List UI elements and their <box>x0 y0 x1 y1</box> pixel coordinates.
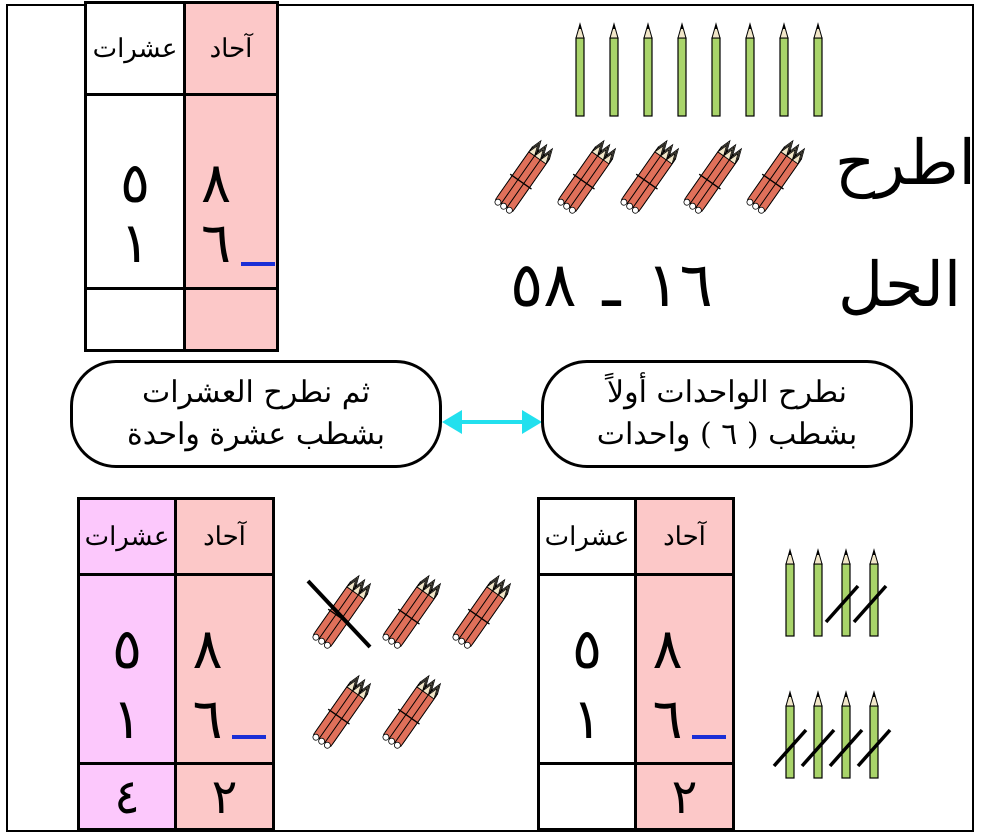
tens-header-final: عشرات <box>80 500 174 576</box>
bubble-tens-line2: بشطب عشرة واحدة <box>126 417 386 452</box>
cross-mark <box>824 584 860 624</box>
tens-result <box>87 287 183 349</box>
pencil-bundle-icon <box>312 674 372 749</box>
pencil-icon <box>869 690 879 779</box>
pencil-icon <box>869 548 879 637</box>
cross-mark <box>800 728 836 768</box>
pencil-icon <box>841 690 851 779</box>
cross-mark <box>856 728 892 768</box>
cross-mark <box>772 728 808 768</box>
solution-label: الحل <box>838 248 962 321</box>
pencil-icon <box>643 22 653 117</box>
ones-result-final: ٢ <box>177 762 272 828</box>
bubble-tens-line1: ثم نطرح العشرات <box>141 375 371 410</box>
ones-result-step: ٢ <box>637 762 732 828</box>
ones-digit-step-2: ٦ <box>652 687 683 752</box>
minus-sign-final <box>232 735 266 739</box>
loose-pencils-bottom <box>772 548 892 779</box>
ones-digit-final-2: ٦ <box>192 687 223 752</box>
pencil-bundles-top <box>494 139 806 214</box>
double-arrow-icon <box>442 410 542 434</box>
ones-digit-step-1: ٨ <box>652 617 683 682</box>
pencil-bundle-icon <box>382 674 442 749</box>
ones-column-final: آحاد ٨ ٦ ٢ <box>177 500 272 828</box>
explanation-bubble-ones: نطرح الواحدات أولاً بشطب ( ٦ ) واحدات <box>541 360 913 468</box>
ones-digit-2: ٦ <box>200 211 232 276</box>
ones-header-step: آحاد <box>637 500 732 576</box>
ones-column: آحاد ٨ ٦ <box>186 4 276 349</box>
subtract-verb: اطرح <box>835 126 976 199</box>
tens-digit-1: ٥ <box>119 151 151 216</box>
pencil-bundle-icon <box>382 574 442 649</box>
tens-header: عشرات <box>87 4 183 96</box>
tens-digit-final-2: ١ <box>111 687 143 752</box>
pencil-icon <box>677 22 687 117</box>
tens-column-final: عشرات ٥ ١ ٤ <box>80 500 177 828</box>
loose-pencils-top <box>575 22 823 117</box>
ones-digit-1: ٨ <box>200 151 232 216</box>
bubble-ones-line2: بشطب ( ٦ ) واحدات <box>596 417 858 452</box>
pencil-icon <box>785 690 795 779</box>
pencil-icon <box>575 22 585 117</box>
pencil-bundle-icon <box>494 139 554 214</box>
minus-sign-step <box>692 735 726 739</box>
pencil-icon <box>841 548 851 637</box>
pencil-icon <box>711 22 721 117</box>
ones-column-step: آحاد ٨ ٦ ٢ <box>637 500 732 828</box>
tens-column-step: عشرات ٥ ١ <box>540 500 637 828</box>
tens-digit-step-2: ١ <box>571 687 603 752</box>
explanation-bubble-tens: ثم نطرح العشرات بشطب عشرة واحدة <box>70 360 442 468</box>
pencil-bundle-icon <box>683 139 743 214</box>
tens-column: عشرات ٥ ١ <box>87 4 186 349</box>
pencil-icon <box>779 22 789 117</box>
pencil-bundle-icon <box>557 139 617 214</box>
ones-digit-final-1: ٨ <box>192 617 223 682</box>
pencil-bundle-icon <box>746 139 806 214</box>
tens-header-step: عشرات <box>540 500 634 576</box>
tens-digit-2: ١ <box>119 211 151 276</box>
pencil-icon <box>813 548 823 637</box>
pencil-icon <box>609 22 619 117</box>
subtraction-expression: ١٦ ـ ٥٨ <box>510 248 713 321</box>
place-value-table-final: عشرات ٥ ١ ٤ آحاد ٨ ٦ ٢ <box>77 497 275 831</box>
ones-header: آحاد <box>186 4 276 96</box>
ones-header-final: آحاد <box>177 500 272 576</box>
cross-mark <box>852 584 888 624</box>
pencil-icon <box>785 548 795 637</box>
pencil-bundles-bottom <box>306 574 512 749</box>
tens-result-step <box>540 762 634 828</box>
minus-sign <box>241 262 275 266</box>
place-value-table-ones-step: عشرات ٥ ١ آحاد ٨ ٦ ٢ <box>537 497 735 831</box>
pencil-bundle-icon <box>620 139 680 214</box>
bubble-ones-line1: نطرح الواحدات أولاً <box>606 375 848 410</box>
tens-digit-final-1: ٥ <box>111 617 143 682</box>
ones-result <box>186 287 276 349</box>
tens-digit-step-1: ٥ <box>571 617 603 682</box>
pencil-icon <box>813 22 823 117</box>
pencil-icon <box>745 22 755 117</box>
pencil-icon <box>813 690 823 779</box>
worksheet-frame <box>6 4 974 832</box>
pencil-bundle-icon <box>452 574 512 649</box>
cross-mark <box>306 579 372 649</box>
cross-mark <box>828 728 864 768</box>
tens-result-final: ٤ <box>80 762 174 828</box>
place-value-table-top: عشرات ٥ ١ آحاد ٨ ٦ <box>84 1 279 352</box>
